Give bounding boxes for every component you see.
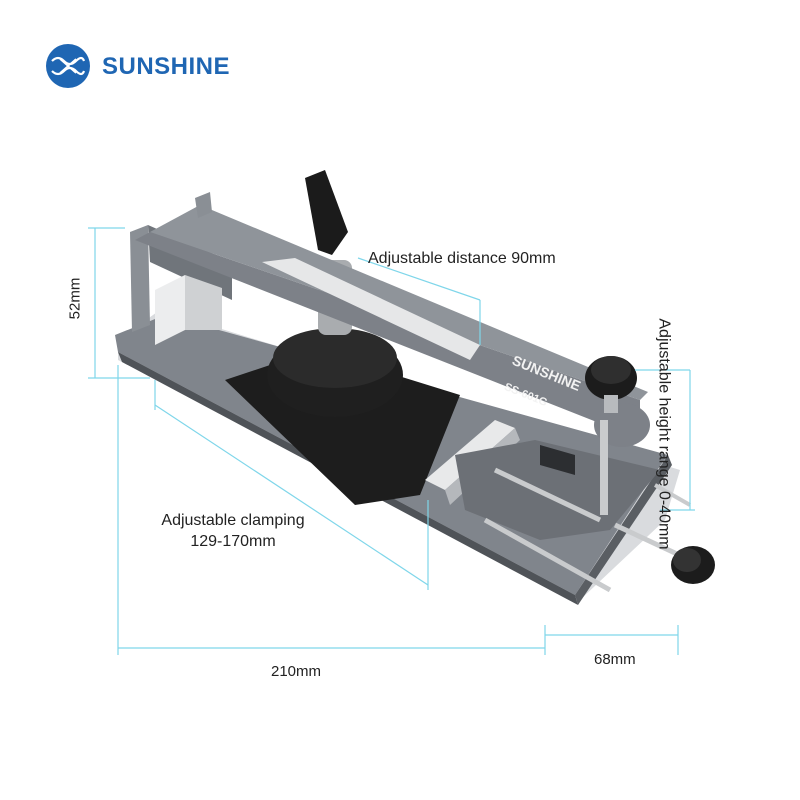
label-adjustable-clamping: Adjustable clamping 129-170mm bbox=[143, 510, 323, 552]
dim-distance-line bbox=[357, 257, 481, 301]
guide-rod-1 bbox=[493, 467, 602, 523]
dim-clamp-line bbox=[154, 404, 429, 586]
clamp-block bbox=[455, 440, 660, 540]
white-block-side bbox=[185, 275, 222, 330]
side-screw bbox=[654, 483, 691, 507]
sunshine-logo-icon bbox=[46, 44, 90, 88]
clamp-slot bbox=[540, 445, 575, 475]
top-knob-stem bbox=[604, 395, 618, 413]
label-height-52mm: 52mm bbox=[66, 277, 84, 320]
front-knob-cap bbox=[673, 548, 701, 572]
top-arm-surface bbox=[150, 205, 648, 400]
white-block bbox=[155, 275, 185, 345]
arm-slot bbox=[262, 258, 480, 360]
top-knob-cap bbox=[591, 356, 631, 384]
dimension-lines bbox=[88, 227, 695, 655]
label-clamping-line1: Adjustable clamping bbox=[161, 512, 305, 529]
brand-name: SUNSHINE bbox=[102, 53, 231, 80]
left-bracket bbox=[130, 225, 150, 332]
guide-rod-2 bbox=[483, 517, 612, 593]
arm-end-tab bbox=[195, 192, 212, 218]
height-screw bbox=[600, 420, 608, 515]
label-width-68mm: 68mm bbox=[594, 651, 636, 668]
top-arm bbox=[135, 232, 640, 432]
suction-cup-top bbox=[273, 328, 397, 388]
brand-logo: SUNSHINE bbox=[44, 42, 244, 92]
label-adjustable-distance: Adjustable distance 90mm bbox=[368, 250, 556, 267]
label-length-210mm: 210mm bbox=[271, 663, 322, 680]
vacuum-lever bbox=[305, 170, 348, 255]
label-clamping-line2: 129-170mm bbox=[190, 533, 276, 550]
label-height-range: Adjustable height range 0-40mm bbox=[655, 318, 673, 550]
